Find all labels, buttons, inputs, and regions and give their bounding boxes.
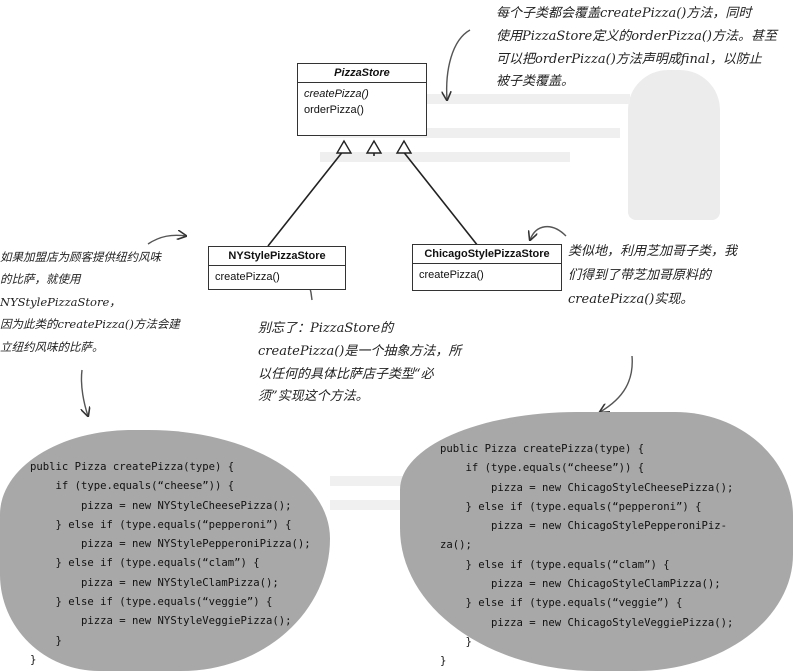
- method-create-pizza: createPizza(): [419, 269, 484, 281]
- code-line: za();: [440, 539, 472, 552]
- code-line: }: [30, 653, 37, 666]
- code-chicago-create-pizza: public Pizza createPizza(type) { if (typ…: [440, 440, 733, 672]
- code-line: } else if (type.equals(“pepperoni”) {: [440, 500, 702, 513]
- code-line: public Pizza createPizza(type) {: [30, 461, 235, 473]
- class-name: PizzaStore: [298, 64, 426, 83]
- note-arrow-down-right: [600, 355, 633, 412]
- code-line: }: [440, 655, 447, 668]
- generalization-arrowhead-1: [335, 139, 353, 154]
- code-line: } else if (type.equals(“clam”) {: [30, 557, 260, 570]
- note-line: 每个子类都会覆盖createPizza()方法，同时: [496, 6, 752, 21]
- note-line: createPizza()实现。: [568, 292, 694, 308]
- code-blob-chicago: [400, 412, 793, 671]
- note-line: 因为此类的createPizza()方法会建: [0, 317, 180, 332]
- method-order-pizza: orderPizza(): [304, 103, 364, 116]
- ghost-figure: [628, 70, 720, 220]
- note-line: 们得到了带芝加哥原料的: [568, 268, 712, 284]
- generalization-arrowhead-2: [365, 139, 383, 154]
- method-create-pizza: createPizza(): [304, 88, 369, 100]
- ghost-text-3: [320, 152, 570, 162]
- generalization-arrowhead-3: [395, 139, 413, 154]
- note-center: 别忘了：PizzaStore的 createPizza()是一个抽象方法，所 以…: [258, 318, 508, 409]
- code-line: pizza = new NYStyleClamPizza();: [30, 576, 279, 589]
- code-line: } else if (type.equals(“veggie”) {: [440, 597, 683, 610]
- note-arrow-top-right: [447, 29, 471, 100]
- note-line: 以任何的具体比萨店子类型“必: [258, 366, 434, 382]
- code-line: public Pizza createPizza(type) {: [440, 443, 645, 455]
- code-line: } else if (type.equals(“clam”) {: [440, 558, 670, 571]
- class-ny-style-pizza-store: NYStylePizzaStore createPizza(): [208, 246, 346, 290]
- ghost-text-1: [300, 94, 630, 104]
- note-arrow-right: [530, 226, 567, 240]
- code-line: pizza = new NYStyleVeggiePizza();: [30, 615, 292, 628]
- code-line: } else if (type.equals(“pepperoni”) {: [30, 518, 292, 531]
- code-line: if (type.equals(“cheese”)) {: [440, 462, 645, 475]
- class-name: ChicagoStylePizzaStore: [413, 245, 561, 264]
- note-line: 被子类覆盖。: [496, 74, 575, 90]
- inheritance-line-left: [267, 149, 345, 247]
- code-line: pizza = new NYStylePepperoniPizza();: [30, 538, 311, 551]
- note-left: 如果加盟店为顾客提供纽约风味 的比萨，就使用NYStylePizzaStore，…: [0, 246, 200, 358]
- code-ny-create-pizza: public Pizza createPizza(type) { if (typ…: [30, 458, 311, 670]
- code-line: pizza = new ChicagoStyleCheesePizza();: [440, 481, 734, 494]
- class-name: NYStylePizzaStore: [209, 247, 345, 266]
- class-pizza-store: PizzaStore createPizza() orderPizza(): [297, 63, 427, 136]
- code-line: }: [440, 635, 472, 648]
- code-line: } else if (type.equals(“veggie”) {: [30, 596, 273, 609]
- code-line: pizza = new NYStyleCheesePizza();: [30, 499, 292, 512]
- note-line: 的比萨，就使用NYStylePizzaStore，: [0, 272, 121, 309]
- inheritance-line-right: [401, 149, 479, 247]
- note-line: 须”实现这个方法。: [258, 389, 369, 405]
- note-arrow-left: [147, 235, 186, 245]
- code-line: pizza = new ChicagoStylePepperoniPiz-: [440, 520, 728, 533]
- note-line: createPizza()是一个抽象方法，所: [258, 343, 462, 359]
- note-line: 别忘了：PizzaStore的: [258, 321, 394, 336]
- note-line: 类似地，利用芝加哥子类，我: [568, 244, 738, 259]
- note-line: 如果加盟店为顾客提供纽约风味: [0, 250, 161, 264]
- ghost-text-2: [320, 128, 620, 138]
- note-top-right: 每个子类都会覆盖createPizza()方法，同时 使用PizzaStore定…: [496, 3, 786, 94]
- code-line: }: [30, 634, 62, 647]
- note-arrow-down-left: [81, 369, 88, 416]
- note-line: 可以把orderPizza()方法声明成final，以防止: [496, 51, 762, 67]
- code-blob-ny: [0, 430, 330, 671]
- code-line: pizza = new ChicagoStyleClamPizza();: [440, 578, 721, 591]
- note-right: 类似地，利用芝加哥子类，我 们得到了带芝加哥原料的 createPizza()实…: [568, 240, 788, 312]
- code-line: if (type.equals(“cheese”)) {: [30, 480, 235, 493]
- class-chicago-style-pizza-store: ChicagoStylePizzaStore createPizza(): [412, 244, 562, 291]
- note-line: 立纽约风味的比萨。: [0, 339, 104, 354]
- method-create-pizza: createPizza(): [215, 271, 280, 283]
- code-line: pizza = new ChicagoStyleVeggiePizza();: [440, 616, 734, 629]
- note-line: 使用PizzaStore定义的orderPizza()方法。甚至: [496, 28, 777, 44]
